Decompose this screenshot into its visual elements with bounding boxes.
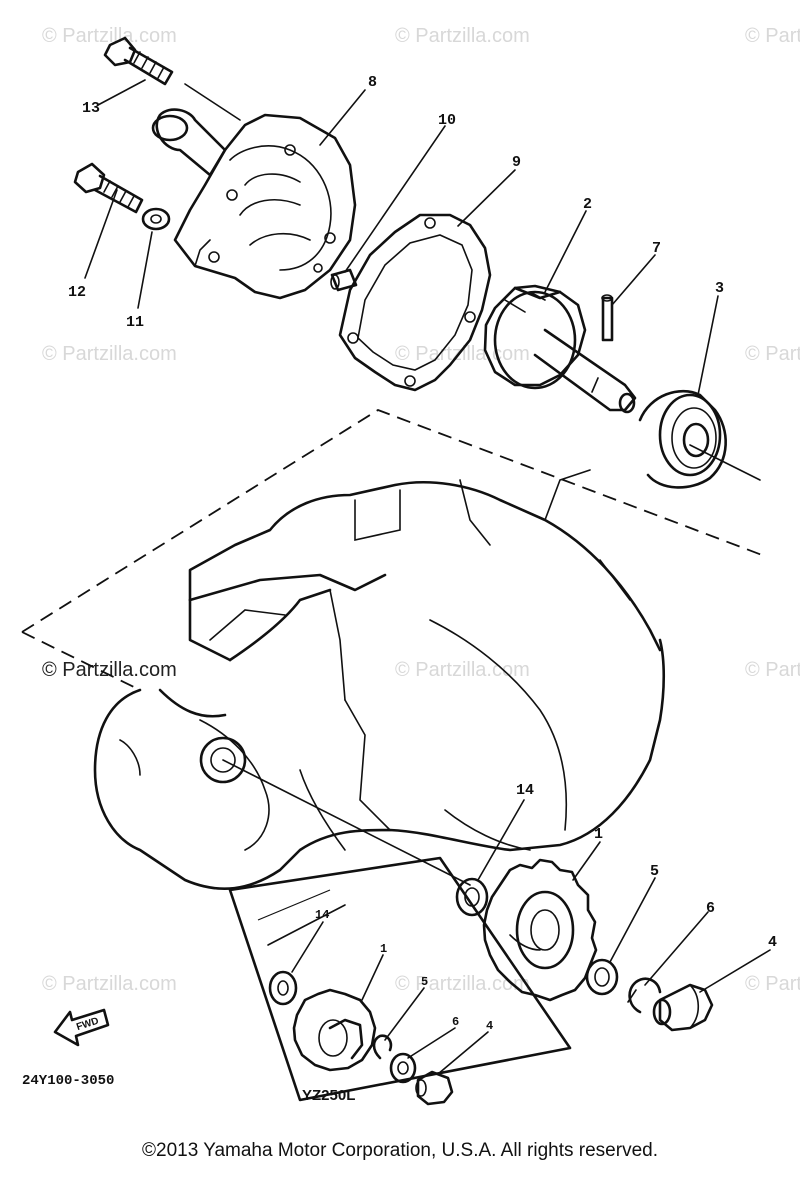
yz250l-inset: YZ250L [228, 856, 572, 1106]
impeller-2 [483, 284, 637, 414]
callout-5: 5 [650, 863, 659, 880]
bolt-13 [103, 36, 174, 86]
watermarks: © Partzilla.com © Partzilla.com © Partzi… [42, 25, 800, 995]
callout-2: 2 [583, 196, 592, 213]
callout-7: 7 [652, 240, 661, 257]
callout-4: 4 [768, 934, 777, 951]
inset-circlip-5 [372, 1034, 393, 1060]
inset-callout-1: 1 [380, 942, 387, 956]
pin-7 [601, 294, 614, 342]
gasket-9 [338, 213, 492, 392]
inset-callout-5: 5 [421, 975, 428, 989]
water-pump-housing [151, 108, 357, 300]
watermark-text: © Partzilla.com [395, 973, 530, 995]
bolt-12 [73, 162, 144, 214]
watermark-text: © Partzilla.com [395, 343, 530, 365]
watermark-text: © Partzilla.com [745, 25, 800, 47]
callout-numbers: 13 8 10 9 2 7 3 12 11 14 1 5 6 4 14 1 5 … [68, 74, 777, 1033]
leader-lines [84, 79, 771, 1075]
callout-3: 3 [715, 280, 724, 297]
washer-5 [585, 958, 619, 996]
callout-11: 11 [126, 314, 144, 331]
watermark-text: © Partzilla.com [745, 659, 800, 681]
watermark-text: © Partzilla.com [42, 343, 177, 365]
diagram-code: 24Y100-3050 [22, 1073, 114, 1089]
watermark-text: © Partzilla.com [42, 25, 177, 47]
copyright-notice: ©2013 Yamaha Motor Corporation, U.S.A. A… [142, 1140, 658, 1161]
crankcase-outline [21, 409, 763, 691]
bearing-3 [638, 389, 727, 489]
forward-arrow-icon: FWD [53, 1008, 110, 1047]
watermark-text: © Partzilla.com [745, 973, 800, 995]
callout-6: 6 [706, 900, 715, 917]
inset-callout-6: 6 [452, 1015, 459, 1029]
inset-washer-6 [389, 1052, 417, 1084]
callout-14: 14 [516, 782, 534, 799]
circlip-6 [627, 977, 662, 1014]
watermark-text: © Partzilla.com [42, 973, 177, 995]
watermark-text: © Partzilla.com [395, 25, 530, 47]
inset-collar-4 [415, 1070, 454, 1106]
dowel-pin-10 [330, 268, 358, 292]
collar-4 [652, 983, 714, 1032]
callout-10: 10 [438, 112, 456, 129]
crankcase-body [93, 469, 666, 890]
callout-9: 9 [512, 154, 521, 171]
inset-model-label: YZ250L [302, 1087, 355, 1104]
inset-shim-14 [268, 970, 298, 1006]
assembly-axis-lines [184, 83, 761, 886]
watermark-text: © Partzilla.com [395, 659, 530, 681]
inset-gear-1 [292, 988, 377, 1072]
inset-callout-4: 4 [486, 1019, 493, 1033]
watermark-text: © Partzilla.com [42, 659, 177, 681]
shim-14 [455, 877, 489, 917]
callout-12: 12 [68, 284, 86, 301]
callout-8: 8 [368, 74, 377, 91]
callout-13: 13 [82, 100, 100, 117]
washer-11 [141, 207, 171, 231]
inset-callout-14: 14 [315, 908, 329, 922]
watermark-text: © Partzilla.com [745, 343, 800, 365]
callout-1: 1 [594, 826, 603, 843]
